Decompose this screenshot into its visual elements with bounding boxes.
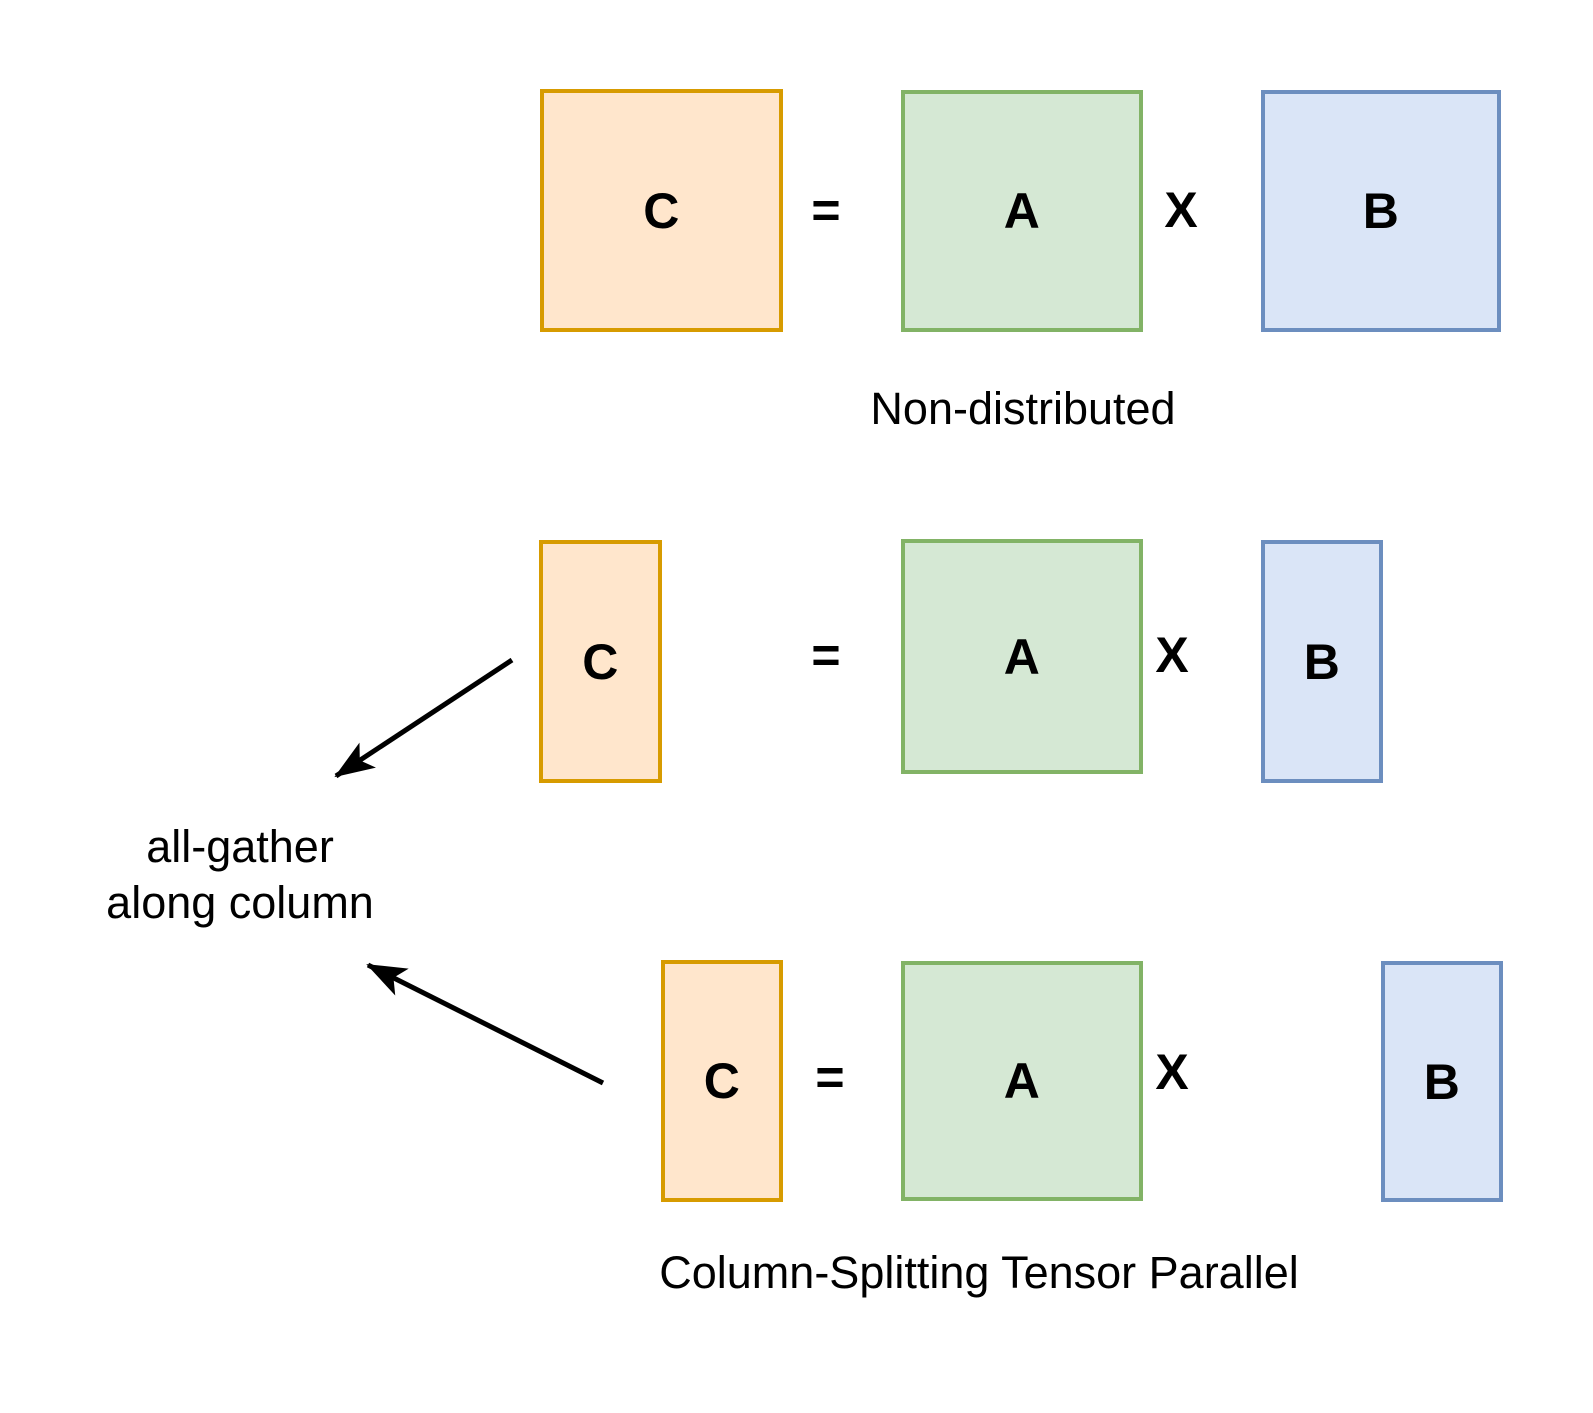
equals-symbol-row3: = [815,1049,845,1105]
caption-non-distributed: Non-distributed [870,383,1176,434]
matrix-label-b: B [1362,183,1400,239]
matrix-box-a-row2: A [901,539,1143,774]
matrix-box-a-row1: A [901,90,1143,332]
matrix-label-c: C [643,182,680,239]
matrix-box-c-row3: C [661,960,783,1202]
matrix-box-b-row3: B [1381,961,1503,1202]
matrix-box-a-row3: A [901,961,1143,1201]
matrix-label-c: C [703,1053,741,1109]
matrix-box-b-row1: B [1261,90,1501,332]
times-symbol-row2: X [1155,627,1189,683]
all-gather-annotation: all-gather along column [106,819,374,932]
all-gather-arrow-from-shard-0 [334,657,514,779]
caption-column-splitting-tensor-parallel: Column-Splitting Tensor Parallel [659,1247,1299,1298]
matrix-label-a: A [1003,628,1041,685]
all-gather-arrow-from-shard-1 [366,962,605,1086]
matrix-label-a: A [1003,1053,1041,1109]
matrix-box-c-row1: C [540,89,783,332]
times-symbol-row1: X [1164,182,1198,238]
equals-symbol-row1: = [811,182,841,238]
matrix-box-b-row2: B [1261,540,1383,783]
matrix-box-c-row2: C [539,540,662,783]
times-symbol-row3: X [1155,1044,1189,1100]
all-gather-annotation-line1: all-gather [146,821,334,872]
matrix-label-a: A [1003,183,1041,239]
matrix-label-b: B [1303,633,1341,690]
all-gather-annotation-line2: along column [106,877,374,929]
matrix-label-b: B [1423,1053,1461,1110]
equals-symbol-row2: = [811,627,841,683]
matrix-label-c: C [582,633,619,690]
